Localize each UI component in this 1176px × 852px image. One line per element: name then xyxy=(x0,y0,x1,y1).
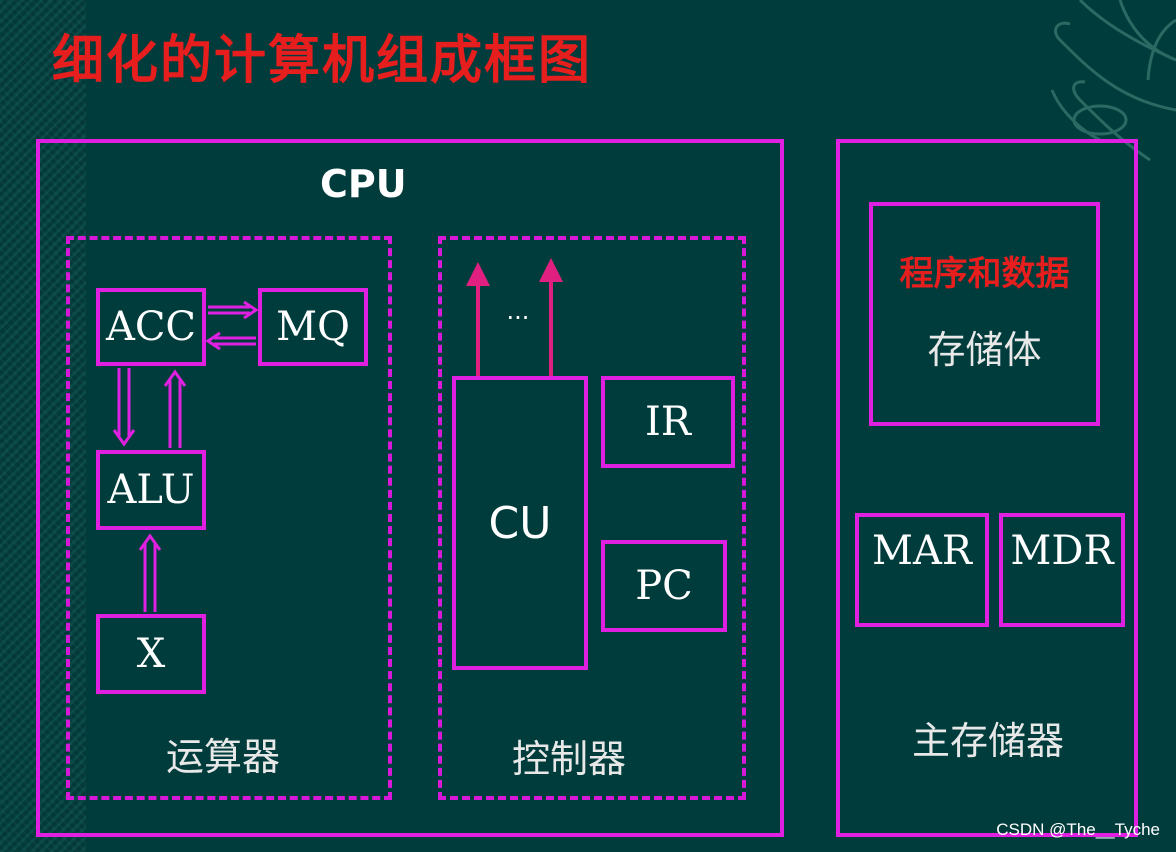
storage-heading: 程序和数据 xyxy=(899,253,1070,294)
acc-label: ACC xyxy=(105,304,197,350)
mar-label: MAR xyxy=(872,528,972,574)
main-memory-box xyxy=(836,139,1138,837)
mdr-label: MDR xyxy=(1010,528,1114,574)
page-title: 细化的计算机组成框图 xyxy=(52,31,593,91)
storage-label: 存储体 xyxy=(927,327,1042,372)
ir-label: IR xyxy=(645,399,691,445)
alu-block xyxy=(96,450,206,530)
pc-register xyxy=(601,540,727,632)
x-register xyxy=(96,614,206,694)
cu-block xyxy=(452,376,588,670)
mdr-register xyxy=(999,513,1125,627)
mq-label: MQ xyxy=(276,304,350,350)
cpu-box xyxy=(36,139,784,837)
watermark: CSDN @The__Tyche xyxy=(996,820,1160,839)
mar-register xyxy=(855,513,989,627)
mq-register xyxy=(258,288,368,366)
ir-register xyxy=(601,376,735,468)
control-unit-caption: 控制器 xyxy=(512,737,627,781)
alu-unit-caption: 运算器 xyxy=(166,735,281,779)
x-label: X xyxy=(136,631,166,677)
alu-unit-region xyxy=(66,236,392,800)
cpu-label: CPU xyxy=(320,162,407,206)
alu-label: ALU xyxy=(107,467,195,513)
main-memory-caption: 主存储器 xyxy=(912,719,1065,763)
storage-block xyxy=(869,202,1100,426)
cu-label: CU xyxy=(488,497,552,549)
pc-label: PC xyxy=(635,563,693,609)
acc-register xyxy=(96,288,206,366)
control-signals-ellipsis: ... xyxy=(506,297,530,325)
control-unit-region xyxy=(438,236,746,800)
